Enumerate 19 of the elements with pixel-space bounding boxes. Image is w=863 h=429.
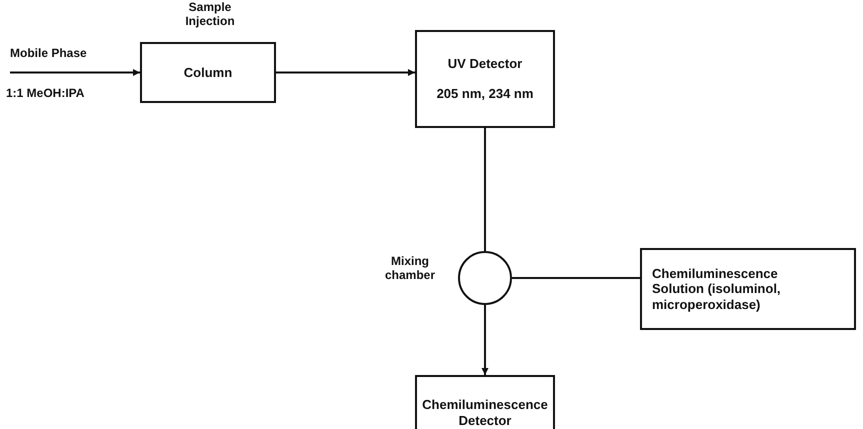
arrow [10,69,140,76]
process-box [140,42,276,103]
node-caption: Mixing chamber [384,254,436,283]
node-text: 205 nm, 234 nm [436,86,534,102]
process-box [415,30,555,128]
node-text: Chemiluminescence Detector [422,397,548,428]
process-box [640,248,856,330]
process-box [415,375,555,429]
flow-label: Mobile Phase [10,46,87,60]
arrow [276,69,415,76]
connector-line [484,128,486,251]
node-text: Chemiluminescence Solution (isoluminol, microperoxidase) [652,266,782,312]
node-text: Column [184,64,232,80]
mixing-circle [458,251,512,305]
node-text: UV Detector [448,56,522,72]
arrow [482,305,488,375]
node-caption: Sample Injection [184,0,236,29]
connector-line [512,277,640,279]
flow-label: 1:1 MeOH:IPA [6,86,84,100]
